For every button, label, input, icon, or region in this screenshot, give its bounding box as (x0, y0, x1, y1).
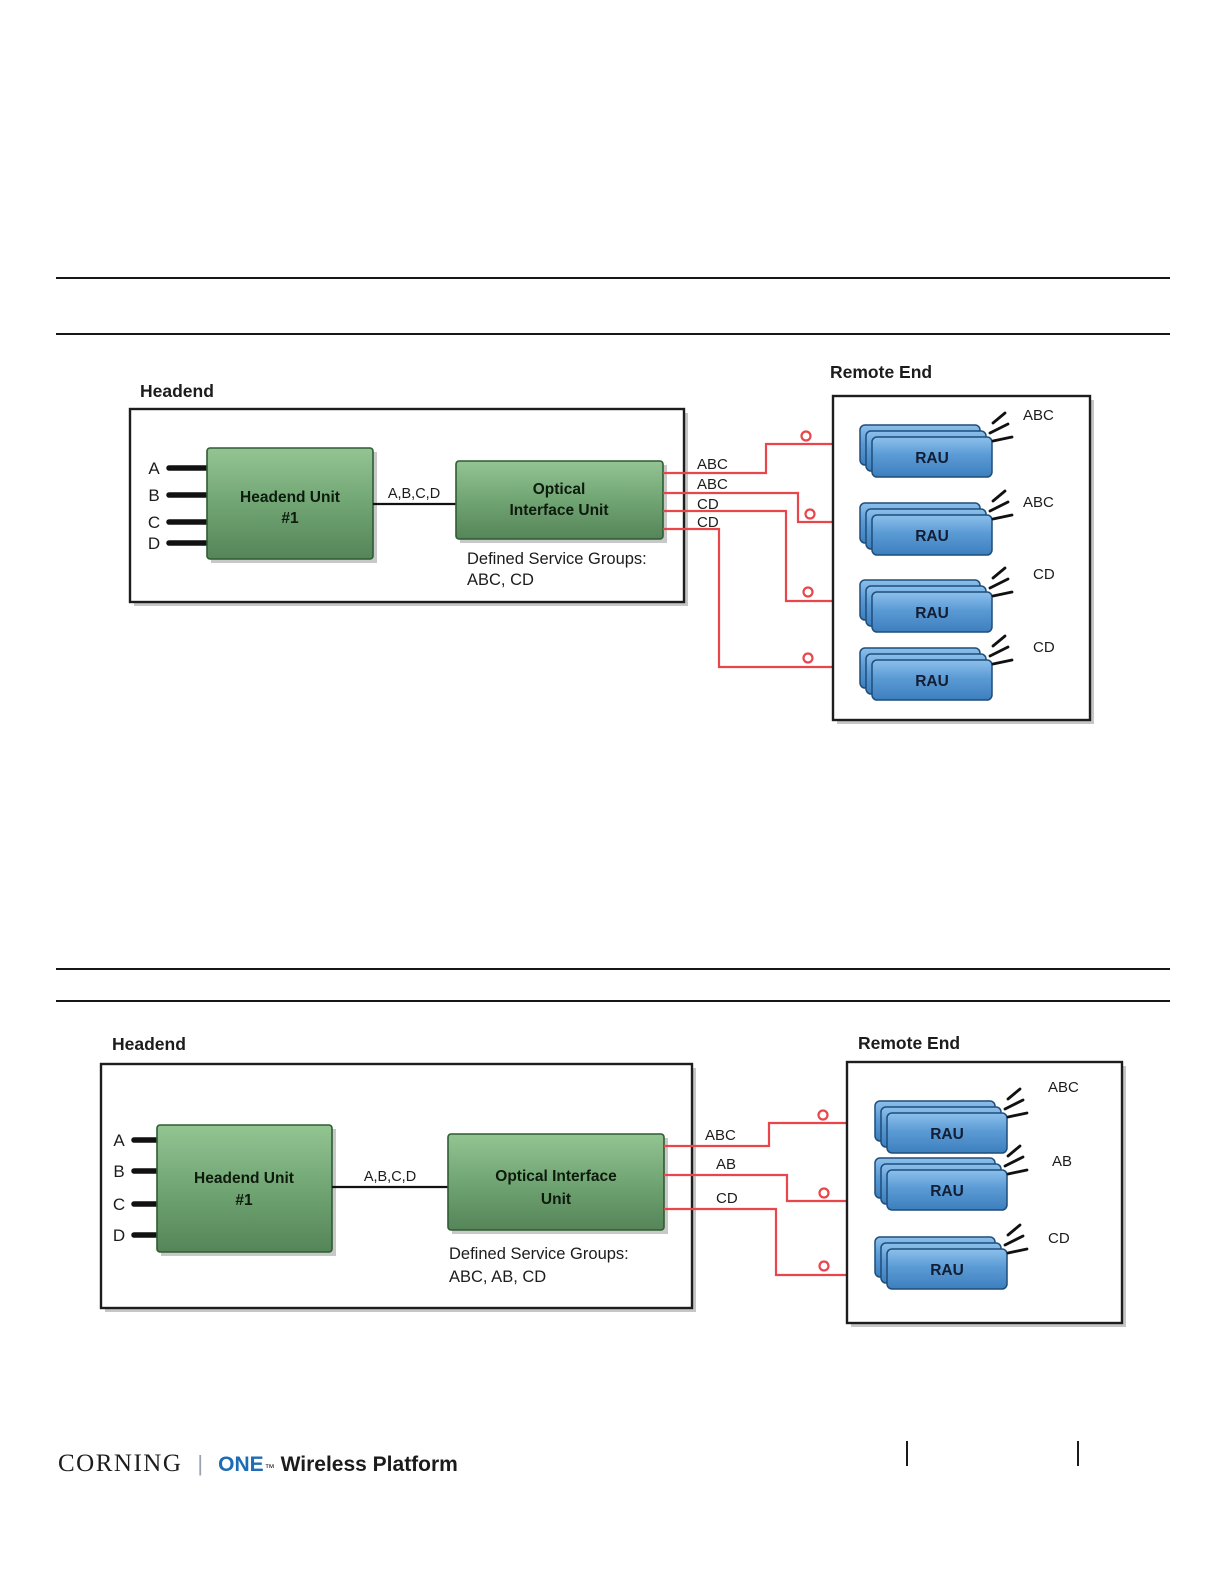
section-rule-mid-2 (56, 1000, 1170, 1002)
rau-service-label-4: CD (1033, 639, 1055, 656)
rau-label: RAU (915, 673, 949, 690)
antenna-waves-icon (1003, 1223, 1029, 1255)
product-suffix: Wireless Platform (280, 1453, 458, 1476)
input-label-d: D (113, 1226, 125, 1245)
trunk-label: A,B,C,D (364, 1169, 416, 1185)
rau-stack-1: RAU (874, 1087, 1029, 1154)
oiu-box (455, 460, 664, 540)
oiu-label-1: Optical Interface (495, 1168, 617, 1185)
footer-divider-bar-2 (1077, 1441, 1079, 1466)
rau-stack-4: RAU (859, 634, 1014, 701)
figure-2-service-groups-abc-ab-cd: Headend A B C D Headend Unit #1 A,B,C,D … (99, 1033, 1126, 1327)
remote-end-title: Remote End (858, 1033, 960, 1053)
fiber-connectors (817, 1109, 830, 1272)
headend-unit-box (156, 1124, 333, 1253)
headend-title: Headend (112, 1034, 186, 1054)
wire-label-3: CD (716, 1190, 738, 1207)
wire-label-1: ABC (705, 1127, 736, 1144)
headend-unit-label-1: Headend Unit (240, 489, 340, 506)
corning-logo: CORNING (58, 1450, 183, 1477)
rau-stack-2: RAU (859, 489, 1014, 556)
rau-stack-3: RAU (874, 1223, 1029, 1290)
wire-label-2: AB (716, 1156, 736, 1173)
fiber-runs (664, 1121, 887, 1277)
antenna-waves-icon (1003, 1087, 1029, 1119)
input-label-a: A (113, 1131, 125, 1150)
input-stubs (131, 1137, 163, 1238)
rau-label: RAU (930, 1262, 964, 1279)
fiber-connectors (800, 430, 816, 664)
input-label-a: A (148, 459, 160, 478)
headend-unit-label-2: #1 (281, 510, 299, 527)
trunk-label: A,B,C,D (388, 486, 440, 502)
section-rule-top-1 (56, 277, 1170, 279)
footer-divider-bar-1 (906, 1441, 908, 1466)
oiu-label-2: Unit (541, 1191, 571, 1208)
section-rule-top-2 (56, 333, 1170, 335)
rau-label: RAU (930, 1183, 964, 1200)
headend-unit-label-1: Headend Unit (194, 1170, 294, 1187)
rau-service-label-1: ABC (1048, 1079, 1079, 1096)
oiu-box (447, 1133, 665, 1231)
rau-service-label-1: ABC (1023, 407, 1054, 424)
oiu-label-2: Interface Unit (509, 502, 608, 519)
rau-stack-3: RAU (859, 566, 1014, 633)
section-rule-mid-1 (56, 968, 1170, 970)
rau-service-label-2: ABC (1023, 494, 1054, 511)
rau-label: RAU (915, 528, 949, 545)
antenna-waves-icon (988, 411, 1014, 443)
input-label-c: C (148, 513, 160, 532)
input-label-b: B (148, 486, 159, 505)
rau-label: RAU (915, 605, 949, 622)
rau-service-label-2: AB (1052, 1153, 1072, 1170)
wire-label-1: ABC (697, 456, 728, 473)
rau-service-label-3: CD (1033, 566, 1055, 583)
headend-title: Headend (140, 381, 214, 401)
rau-stack-1: RAU (859, 411, 1014, 478)
remote-end-title: Remote End (830, 362, 932, 382)
antenna-waves-icon (988, 634, 1014, 666)
trademark-symbol: ™ (264, 1463, 275, 1474)
page-footer: CORNING | ONE ™ Wireless Platform (58, 1450, 458, 1478)
oiu-label-1: Optical (533, 481, 586, 498)
rau-label: RAU (930, 1126, 964, 1143)
footer-separator: | (197, 1451, 204, 1476)
input-label-c: C (113, 1195, 125, 1214)
rau-stack-2: RAU (874, 1144, 1029, 1211)
wire-label-2: ABC (697, 476, 728, 493)
headend-unit-label-2: #1 (235, 1192, 253, 1209)
antenna-waves-icon (988, 566, 1014, 598)
service-groups-caption: Defined Service Groups: (449, 1245, 629, 1263)
antenna-waves-icon (1003, 1144, 1029, 1176)
figure-1-service-groups-abc-cd: Headend A B C D Headend Unit #1 A,B,C,D … (128, 362, 1094, 724)
service-groups-caption: Defined Service Groups: (467, 550, 647, 568)
rau-label: RAU (915, 450, 949, 467)
rau-service-label-3: CD (1048, 1230, 1070, 1247)
one-product-name: ONE (218, 1453, 264, 1476)
input-stubs (166, 465, 212, 546)
antenna-waves-icon (988, 489, 1014, 521)
wire-label-3: CD (697, 496, 719, 513)
input-label-b: B (113, 1162, 124, 1181)
wire-label-4: CD (697, 514, 719, 531)
input-label-d: D (148, 534, 160, 553)
service-groups-list: ABC, CD (467, 571, 534, 589)
service-groups-list: ABC, AB, CD (449, 1268, 546, 1286)
